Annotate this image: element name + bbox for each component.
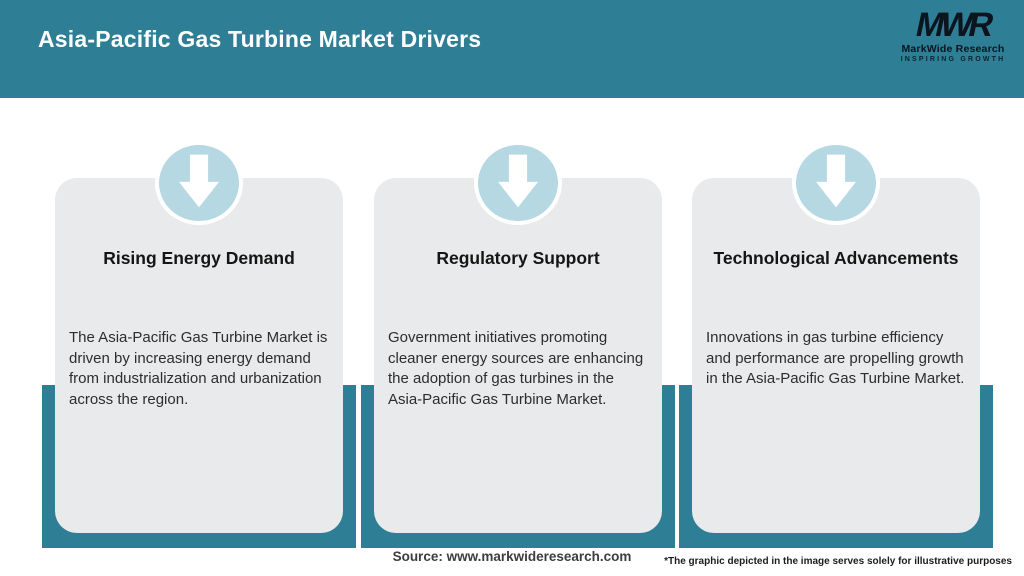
icon-circle [474,141,562,225]
down-arrow-icon [179,154,219,208]
card-body: Government initiatives promoting cleaner… [388,329,644,409]
disclaimer-text: *The graphic depicted in the image serve… [664,556,1012,567]
card-body: The Asia-Pacific Gas Turbine Market is d… [69,329,328,409]
page-title: Asia-Pacific Gas Turbine Market Drivers [38,26,482,52]
driver-card-regulatory-support: Regulatory Support Government initiative… [374,178,662,533]
brand-logo: MWR MarkWide Research INSPIRING GROWTH [898,6,1008,63]
logo-tagline: INSPIRING GROWTH [900,56,1006,63]
card-body: Innovations in gas turbine efficiency an… [706,329,965,388]
driver-card-technological-advancements: Technological Advancements Innovations i… [692,178,980,533]
icon-circle [792,141,880,225]
card-title: Regulatory Support [436,248,600,268]
icon-circle [155,141,243,225]
logo-monogram: MWR [912,6,994,44]
card-title: Rising Energy Demand [103,248,295,268]
source-text: Source: www.markwideresearch.com [392,549,632,564]
down-arrow-icon [816,154,856,208]
down-arrow-icon [498,154,538,208]
logo-name: MarkWide Research [901,43,1005,55]
driver-card-rising-energy-demand: Rising Energy Demand The Asia-Pacific Ga… [55,178,343,533]
card-title: Technological Advancements [713,248,959,268]
header-bar: Asia-Pacific Gas Turbine Market Drivers … [0,0,1024,98]
